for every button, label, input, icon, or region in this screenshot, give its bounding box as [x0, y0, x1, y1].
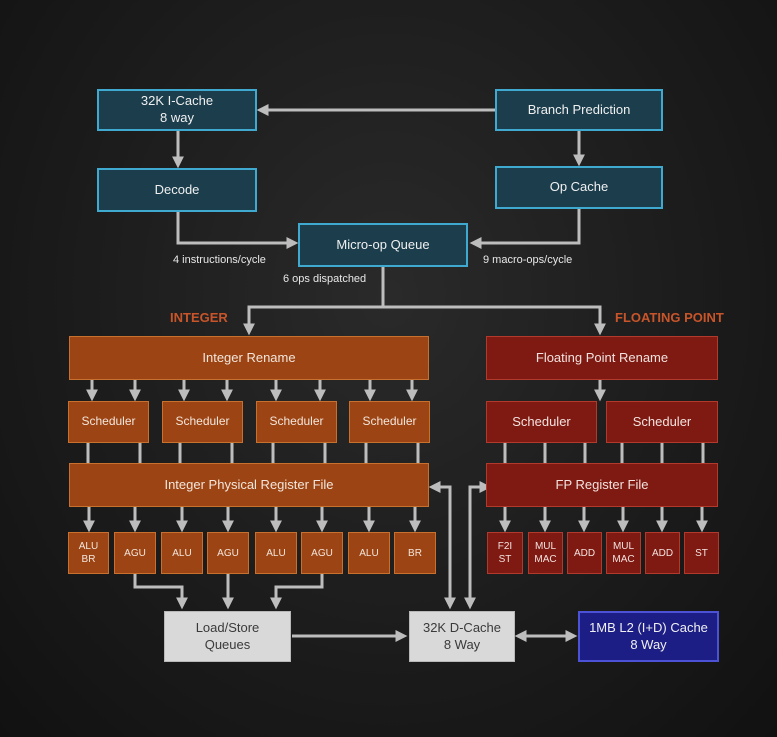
- icache-ways: 8 way: [160, 110, 194, 125]
- d-cache-label: 32K D-Cache: [422, 619, 502, 635]
- fp-unit-st: ST: [684, 532, 719, 574]
- l2-cache-label: 1MB L2 (I+D) Cache: [589, 619, 708, 635]
- decode-label: Decode: [154, 181, 200, 197]
- unit-label: ALU: [359, 547, 379, 559]
- decode-rate-label: 4 instructions/cycle: [173, 254, 266, 266]
- branch-prediction-label: Branch Prediction: [527, 101, 631, 117]
- fp-register-file-label: FP Register File: [555, 476, 649, 492]
- integer-unit-agu: AGU: [301, 532, 343, 574]
- unit-label: BR: [408, 547, 422, 559]
- fp-unit-add: ADD: [645, 532, 680, 574]
- op-cache-label: Op Cache: [549, 179, 609, 195]
- opcache-rate-label: 9 macro-ops/cycle: [483, 254, 573, 266]
- unit-label: ST: [498, 554, 512, 565]
- unit-label: BR: [81, 554, 96, 565]
- micro-op-queue-box: Micro-op Queue: [298, 223, 468, 267]
- fp-rename-box: Floating Point Rename: [486, 336, 718, 380]
- fp-unit-add: ADD: [567, 532, 602, 574]
- d-cache-ways: 8 Way: [443, 636, 481, 652]
- fp-scheduler-box: Scheduler: [486, 401, 597, 443]
- integer-unit-alu: ALU: [255, 532, 297, 574]
- integer-scheduler-box: Scheduler: [349, 401, 430, 443]
- integer-register-file-label: Integer Physical Register File: [164, 476, 334, 492]
- fp-scheduler-box: Scheduler: [606, 401, 718, 443]
- fp-rename-label: Floating Point Rename: [535, 349, 669, 365]
- unit-label: MUL: [612, 541, 635, 552]
- unit-label: ALU: [266, 547, 286, 559]
- unit-label: AGU: [124, 547, 146, 559]
- integer-unit-agu: AGU: [114, 532, 156, 574]
- fp-scheduler-label: Scheduler: [512, 413, 571, 429]
- unit-label: ALU: [78, 541, 99, 552]
- unit-label: AGU: [311, 547, 333, 559]
- unit-label: AGU: [217, 547, 239, 559]
- integer-scheduler-box: Scheduler: [256, 401, 337, 443]
- integer-scheduler-label: Scheduler: [269, 414, 324, 429]
- unit-label: MAC: [534, 554, 557, 565]
- integer-unit-alu-br: ALU BR: [68, 532, 109, 574]
- fp-scheduler-label: Scheduler: [632, 413, 692, 429]
- unit-label: MAC: [612, 554, 635, 565]
- integer-scheduler-box: Scheduler: [162, 401, 243, 443]
- lsq-label-line2: Queues: [204, 636, 251, 652]
- l2-cache-box: 1MB L2 (I+D) Cache 8 Way: [578, 611, 719, 662]
- icache-label: 32K I-Cache: [140, 93, 214, 109]
- integer-unit-alu: ALU: [348, 532, 390, 574]
- decode-box: Decode: [97, 168, 257, 212]
- integer-rename-box: Integer Rename: [69, 336, 429, 380]
- integer-register-file-box: Integer Physical Register File: [69, 463, 429, 507]
- fp-unit-mul-mac: MUL MAC: [528, 532, 563, 574]
- d-cache-box: 32K D-Cache 8 Way: [409, 611, 515, 662]
- integer-section-label: INTEGER: [170, 310, 228, 325]
- integer-scheduler-label: Scheduler: [362, 414, 417, 429]
- unit-label: ADD: [573, 547, 596, 559]
- fp-register-file-box: FP Register File: [486, 463, 718, 507]
- fp-unit-f2i-st: F2I ST: [487, 532, 523, 574]
- integer-unit-alu: ALU: [161, 532, 203, 574]
- unit-label: ST: [695, 547, 708, 559]
- lsq-label-line1: Load/Store: [195, 619, 260, 635]
- branch-prediction-box: Branch Prediction: [495, 89, 663, 131]
- micro-op-queue-label: Micro-op Queue: [336, 236, 430, 252]
- integer-scheduler-label: Scheduler: [81, 414, 136, 429]
- fp-section-label: FLOATING POINT: [615, 310, 724, 325]
- icache-box: 32K I-Cache 8 way: [97, 89, 257, 131]
- integer-rename-label: Integer Rename: [202, 349, 296, 365]
- integer-unit-br: BR: [394, 532, 436, 574]
- l2-cache-ways: 8 Way: [630, 636, 667, 652]
- load-store-queues-box: Load/Store Queues: [164, 611, 291, 662]
- unit-label: MUL: [534, 541, 557, 552]
- integer-unit-agu: AGU: [207, 532, 249, 574]
- integer-scheduler-label: Scheduler: [175, 414, 230, 429]
- fp-unit-mul-mac: MUL MAC: [606, 532, 641, 574]
- dispatch-label: 6 ops dispatched: [283, 273, 367, 285]
- unit-label: F2I: [497, 541, 513, 552]
- integer-scheduler-box: Scheduler: [68, 401, 149, 443]
- unit-label: ALU: [172, 547, 192, 559]
- op-cache-box: Op Cache: [495, 166, 663, 209]
- unit-label: ADD: [651, 547, 674, 559]
